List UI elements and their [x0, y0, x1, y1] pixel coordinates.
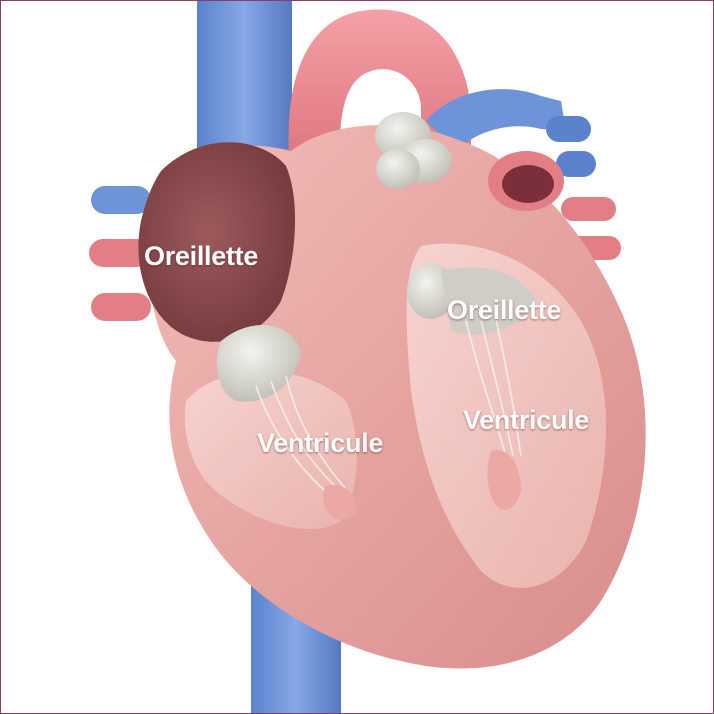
label-right-atrium: Oreillette	[144, 241, 258, 272]
label-left-atrium: Oreillette	[447, 295, 561, 326]
pulmonary-vein-left-1	[91, 186, 151, 214]
pulmonary-vein-right-1	[561, 197, 616, 221]
pulmonary-trunk-opening	[502, 165, 554, 203]
label-right-ventricle: Ventricule	[257, 428, 383, 459]
pulmonary-artery-right-1	[546, 116, 591, 142]
label-left-ventricle: Ventricule	[463, 405, 589, 436]
pulmonary-vessel-left-3	[91, 293, 151, 321]
